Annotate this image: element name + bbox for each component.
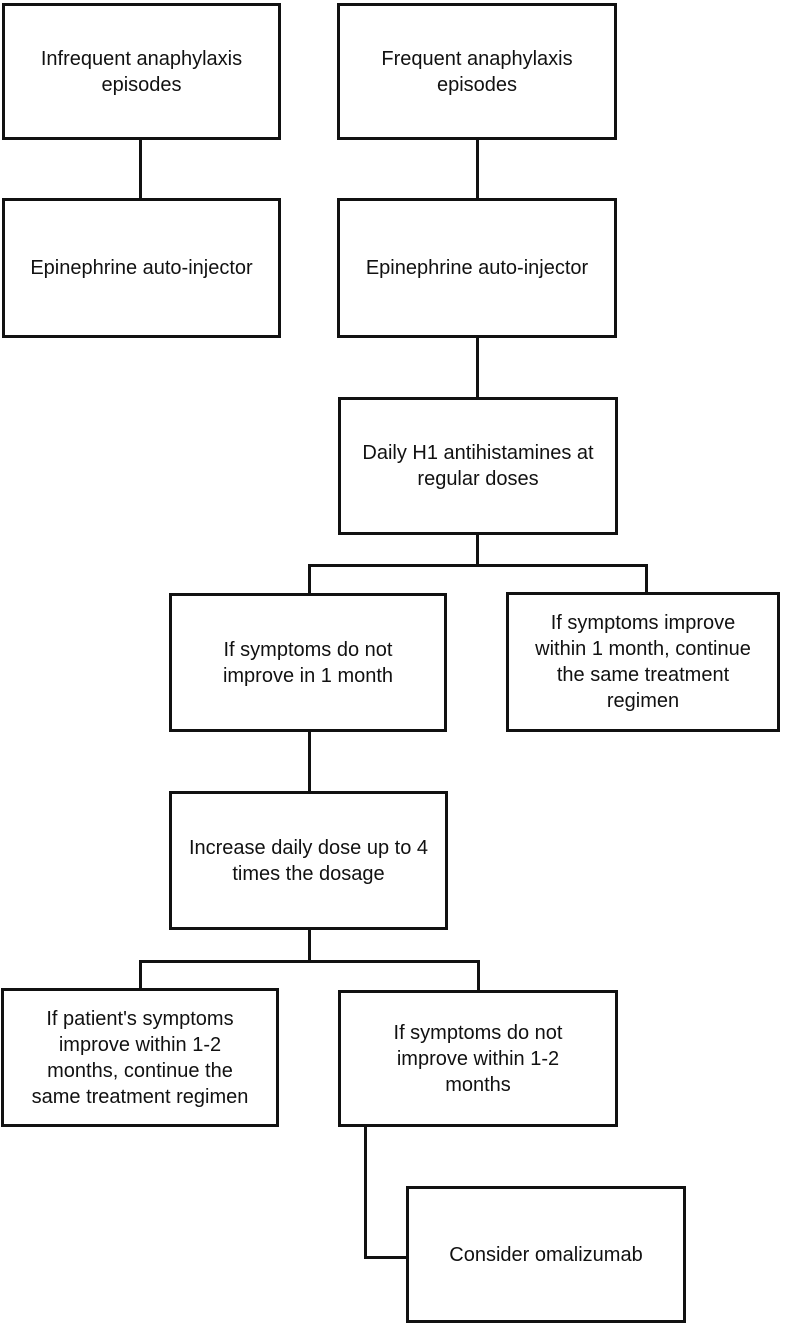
connector-not-improve-to-increase-dose [308,731,311,792]
connector-branch-drop-to-not-improve-1-month [308,564,311,594]
connector-elbow-vertical-to-omalizumab [364,1126,367,1259]
node-symptoms-improve-1-2-months-continue: If patient's symptoms improve within 1-2… [1,988,279,1127]
node-symptoms-improve-1-month-continue: If symptoms improve within 1 month, cont… [506,592,780,732]
node-infrequent-anaphylaxis-episodes: Infrequent anaphylaxis episodes [2,3,281,140]
connector-increase-dose-branch-stub [308,929,311,963]
connector-branch-drop-to-not-improve-1-2-months [477,960,480,991]
connector-infrequent-to-epinephrine [139,139,142,199]
node-daily-h1-antihistamines: Daily H1 antihistamines at regular doses [338,397,618,535]
connector-epinephrine-to-daily-h1 [476,337,479,398]
node-symptoms-not-improve-1-2-months: If symptoms do not improve within 1-2 mo… [338,990,618,1127]
connector-branch-drop-to-improve-1-2-months [139,960,142,989]
node-epinephrine-auto-injector-left: Epinephrine auto-injector [2,198,281,338]
node-frequent-anaphylaxis-episodes: Frequent anaphylaxis episodes [337,3,617,140]
connector-elbow-horizontal-to-omalizumab [364,1256,408,1259]
node-consider-omalizumab: Consider omalizumab [406,1186,686,1323]
node-epinephrine-auto-injector-right: Epinephrine auto-injector [337,198,617,338]
node-increase-daily-dose: Increase daily dose up to 4 times the do… [169,791,448,930]
connector-frequent-to-epinephrine [476,139,479,199]
connector-increase-dose-branch-bar [139,960,480,963]
node-symptoms-not-improve-1-month: If symptoms do not improve in 1 month [169,593,447,732]
connector-daily-h1-branch-stub [476,534,479,567]
connector-daily-h1-branch-bar [308,564,648,567]
connector-branch-drop-to-improve-1-month [645,564,648,593]
